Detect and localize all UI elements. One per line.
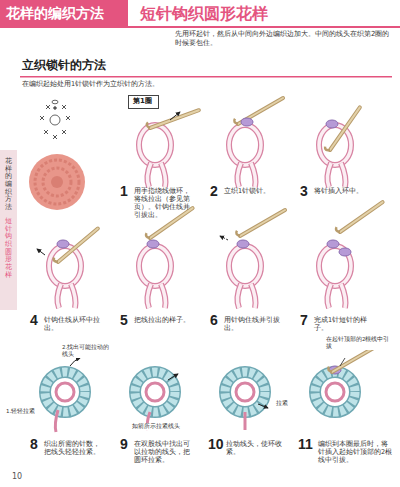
step-number: 10: [208, 437, 224, 451]
section-heading: 立织锁针的方法: [22, 58, 106, 73]
page-number: 10: [12, 472, 22, 482]
step-number: 5: [120, 313, 128, 327]
callout-label: 拉紧: [276, 400, 306, 407]
step-number: 7: [300, 313, 308, 327]
step-number: 3: [300, 184, 308, 198]
tab-text: 花样的编织方法: [5, 158, 12, 212]
step-text: 在双股线中找出可以拉动的线头，把圆环拉紧。: [134, 440, 196, 464]
step-number: 9: [120, 437, 128, 451]
step-number: 4: [30, 313, 38, 327]
callout-label: 2.找出可能拉动的线头: [62, 344, 110, 358]
step-text: 用针钩住线并引拔出。: [224, 316, 286, 332]
page-title: 短针钩织圆形花样: [140, 4, 268, 24]
callout-label: 1.轻轻拉紧: [6, 408, 36, 415]
step-number: 2: [210, 184, 218, 198]
side-tab: 花样的编织方法短针钩织圆形花样: [0, 156, 17, 306]
step-text: 拉动线头，使环收紧。: [226, 440, 288, 456]
node-text: 第1圈: [133, 97, 154, 106]
node-text: 花样的编织方法: [6, 4, 122, 22]
step-text: 把线拉出的样子。: [134, 316, 196, 324]
header-band: 花样的编织方法: [0, 0, 128, 26]
intro-text: 先用环起针，然后从中间向外边编织边加大。中间的线头在织第2圈的时候要包住。: [175, 30, 390, 48]
callout-label: 在起针顶部的2根线中引拔: [326, 336, 392, 350]
step-number: 8: [30, 437, 38, 451]
step-number: 1: [120, 184, 128, 198]
step-text: 完成1针短针的样子。: [314, 316, 376, 332]
step-number: 6: [210, 313, 218, 327]
tab-text: 短针钩织圆形花样: [5, 218, 12, 280]
step-text: 针钩住线从环中拉出。: [44, 316, 106, 332]
step-text: 编织到本圈最后时，将针插入起始针顶部的2根线中引拔。: [318, 440, 394, 464]
round-tag: 第1圈: [128, 95, 159, 109]
section-note: 在编织起始处用1针锁针作为立织针的方法。: [22, 80, 382, 88]
step-text: 用手指绕线做环，将线拉出（参见第页）。针钩住线并引拔出。: [134, 187, 196, 220]
step-number: 11: [298, 437, 313, 451]
step-text: 将针插入环中。: [314, 187, 376, 195]
callout-label: 如箭所示拉紧线头: [132, 423, 192, 430]
step-text: 织出所需的针数，把线头轻轻拉紧。: [44, 440, 106, 456]
step-text: 立织1针锁针。: [224, 187, 286, 195]
